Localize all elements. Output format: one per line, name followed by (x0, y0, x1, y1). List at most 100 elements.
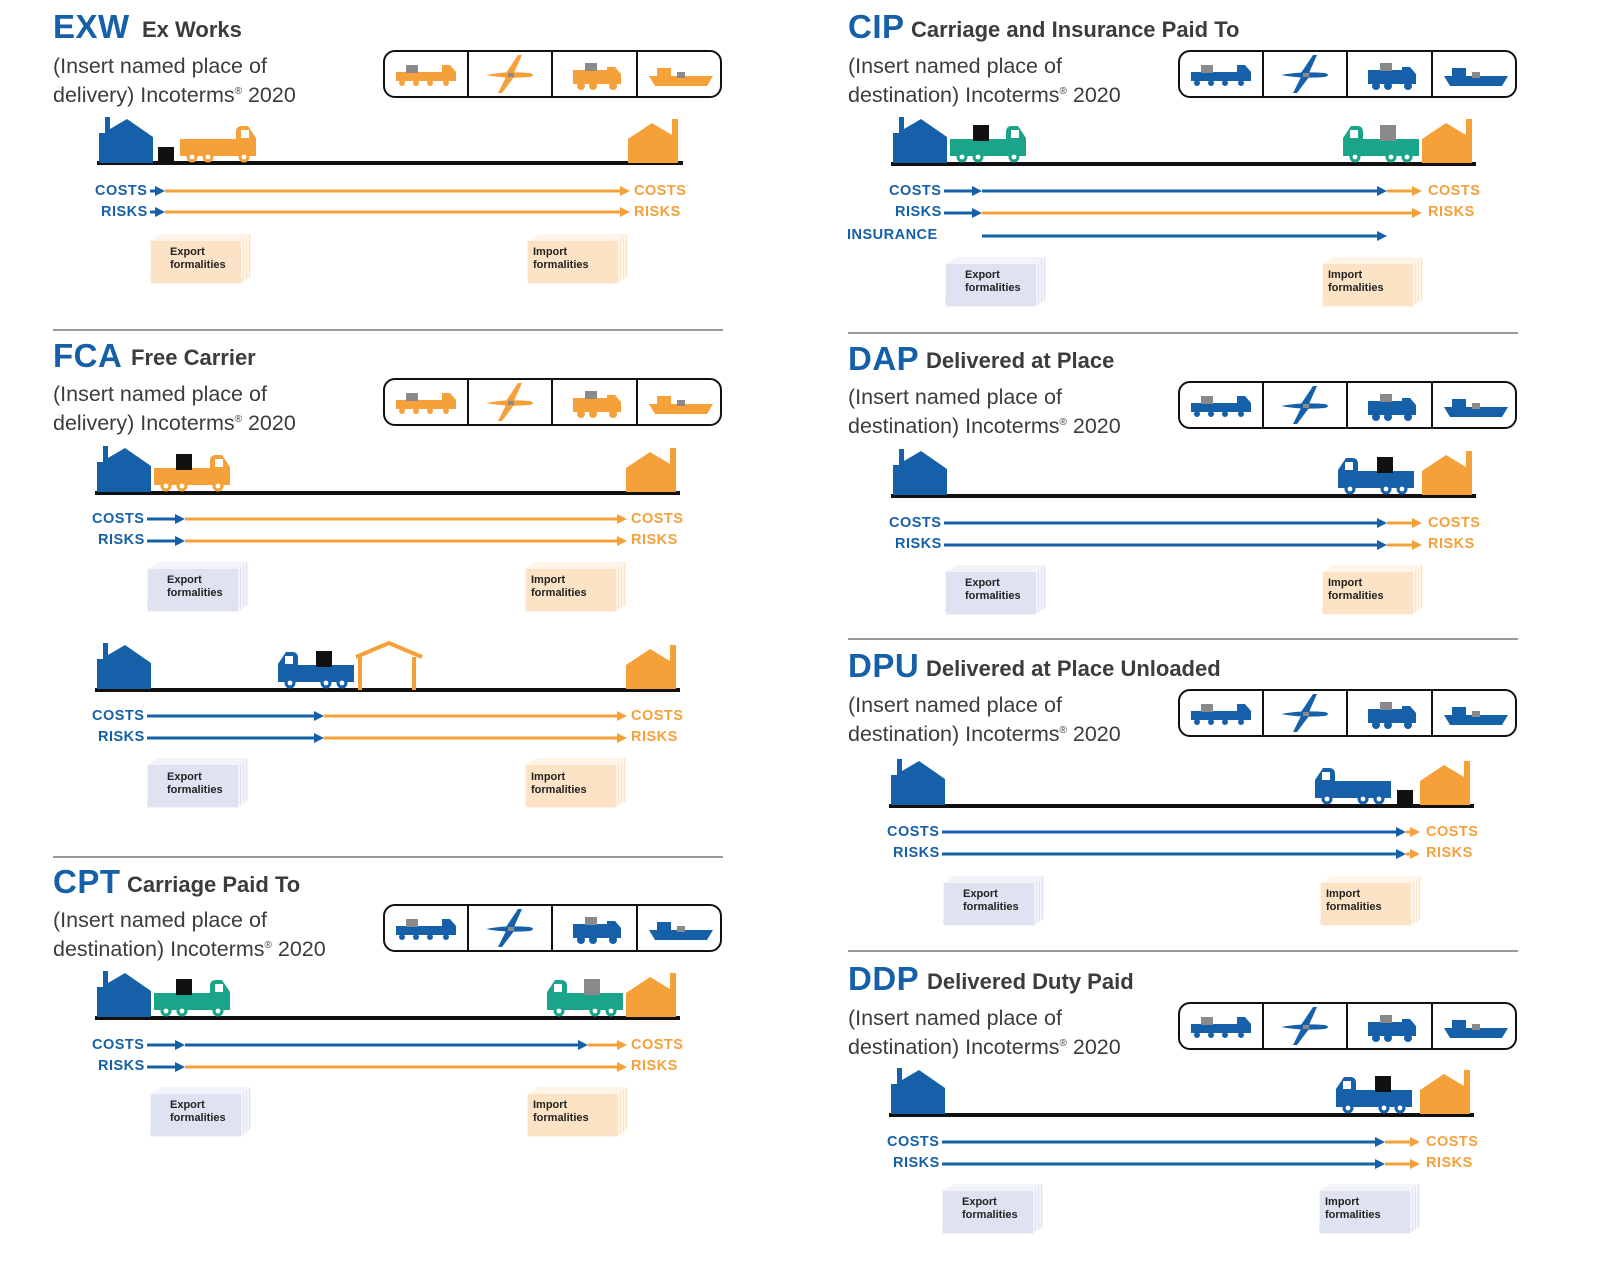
truck-icon (1336, 1077, 1412, 1114)
costs-arrow (944, 186, 1422, 196)
destination-factory-icon (1422, 119, 1472, 163)
truck-icon (1338, 458, 1414, 495)
transport-modes (1178, 1002, 1517, 1050)
destination-factory-icon (626, 448, 676, 492)
term-name: Delivered Duty Paid (927, 969, 1134, 994)
import-formalities-doc (524, 757, 627, 809)
risks-end-label: RISKS (1426, 1155, 1473, 1171)
risks-end-label: RISKS (631, 532, 678, 548)
risks-label: RISKS (893, 1155, 940, 1171)
origin-factory-icon (97, 643, 151, 689)
risks-arrow (944, 208, 1422, 218)
costs-end-label: COSTS (1426, 824, 1479, 840)
risks-end-label: RISKS (631, 729, 678, 745)
import-formalities-doc (526, 233, 629, 285)
costs-arrow (150, 186, 630, 196)
route-baseline (889, 1113, 1474, 1117)
destination-factory-icon (628, 119, 678, 163)
truck-icon (1343, 126, 1419, 163)
term-abbr: DDP (848, 960, 920, 997)
truck-icon (278, 652, 354, 689)
export-formalities-doc (149, 233, 252, 285)
term-abbr: FCA (53, 337, 123, 374)
term-abbr: CIP (848, 8, 905, 45)
route-baseline (891, 494, 1476, 498)
risks-label: RISKS (895, 204, 942, 220)
risks-label: RISKS (98, 729, 145, 745)
origin-factory-icon (97, 446, 151, 492)
cargo-box-icon (176, 454, 192, 470)
term-name: Free Carrier (131, 345, 256, 370)
truck-icon (547, 980, 623, 1017)
import-formalities-doc (1321, 564, 1424, 616)
truck-icon (1315, 768, 1391, 805)
costs-label: COSTS (92, 511, 145, 527)
costs-arrow (147, 514, 627, 524)
route-baseline (889, 804, 1474, 808)
insurance-arrow (982, 231, 1387, 241)
cargo-box-icon (158, 147, 174, 163)
import-formalities-doc (526, 1086, 629, 1138)
term-name: Carriage and Insurance Paid To (911, 17, 1240, 42)
transport-modes (1178, 50, 1517, 98)
term-name: Carriage Paid To (127, 872, 301, 897)
costs-end-label: COSTS (631, 708, 684, 724)
cargo-box-icon (316, 651, 332, 667)
export-formalities-doc (942, 875, 1045, 927)
costs-label: COSTS (92, 1037, 145, 1053)
risks-label: RISKS (895, 536, 942, 552)
risks-arrow (944, 540, 1422, 550)
risks-end-label: RISKS (1426, 845, 1473, 861)
section-divider (848, 332, 1518, 334)
term-abbr: DPU (848, 647, 920, 684)
costs-end-label: COSTS (1428, 515, 1481, 531)
carrier-terminal-icon (355, 640, 423, 690)
origin-factory-icon (891, 1068, 945, 1114)
export-formalities-doc (149, 1086, 252, 1138)
cargo-box-icon (973, 125, 989, 141)
origin-factory-icon (97, 971, 151, 1017)
transport-modes (383, 378, 722, 426)
export-formalities-doc (944, 564, 1047, 616)
term-name: Ex Works (142, 17, 242, 42)
section-divider (848, 638, 1518, 640)
costs-arrow (942, 827, 1420, 837)
risks-arrow (150, 207, 630, 217)
route-baseline (891, 162, 1476, 166)
truck-icon (154, 980, 230, 1017)
risks-arrow (147, 733, 627, 743)
section-divider (53, 329, 723, 331)
route-baseline (95, 491, 680, 495)
costs-label: COSTS (887, 1134, 940, 1150)
risks-end-label: RISKS (634, 204, 681, 220)
destination-factory-icon (626, 973, 676, 1017)
costs-end-label: COSTS (634, 183, 687, 199)
transport-modes (383, 904, 722, 952)
costs-arrow (147, 711, 627, 721)
import-formalities-doc (1318, 1183, 1421, 1235)
risks-label: RISKS (98, 1058, 145, 1074)
costs-end-label: COSTS (631, 1037, 684, 1053)
transport-modes (1178, 689, 1517, 737)
origin-factory-icon (99, 117, 153, 163)
origin-factory-icon (893, 117, 947, 163)
cargo-box-icon (1375, 1076, 1391, 1092)
term-abbr: CPT (53, 863, 121, 900)
costs-label: COSTS (887, 824, 940, 840)
import-formalities-doc (524, 561, 627, 613)
